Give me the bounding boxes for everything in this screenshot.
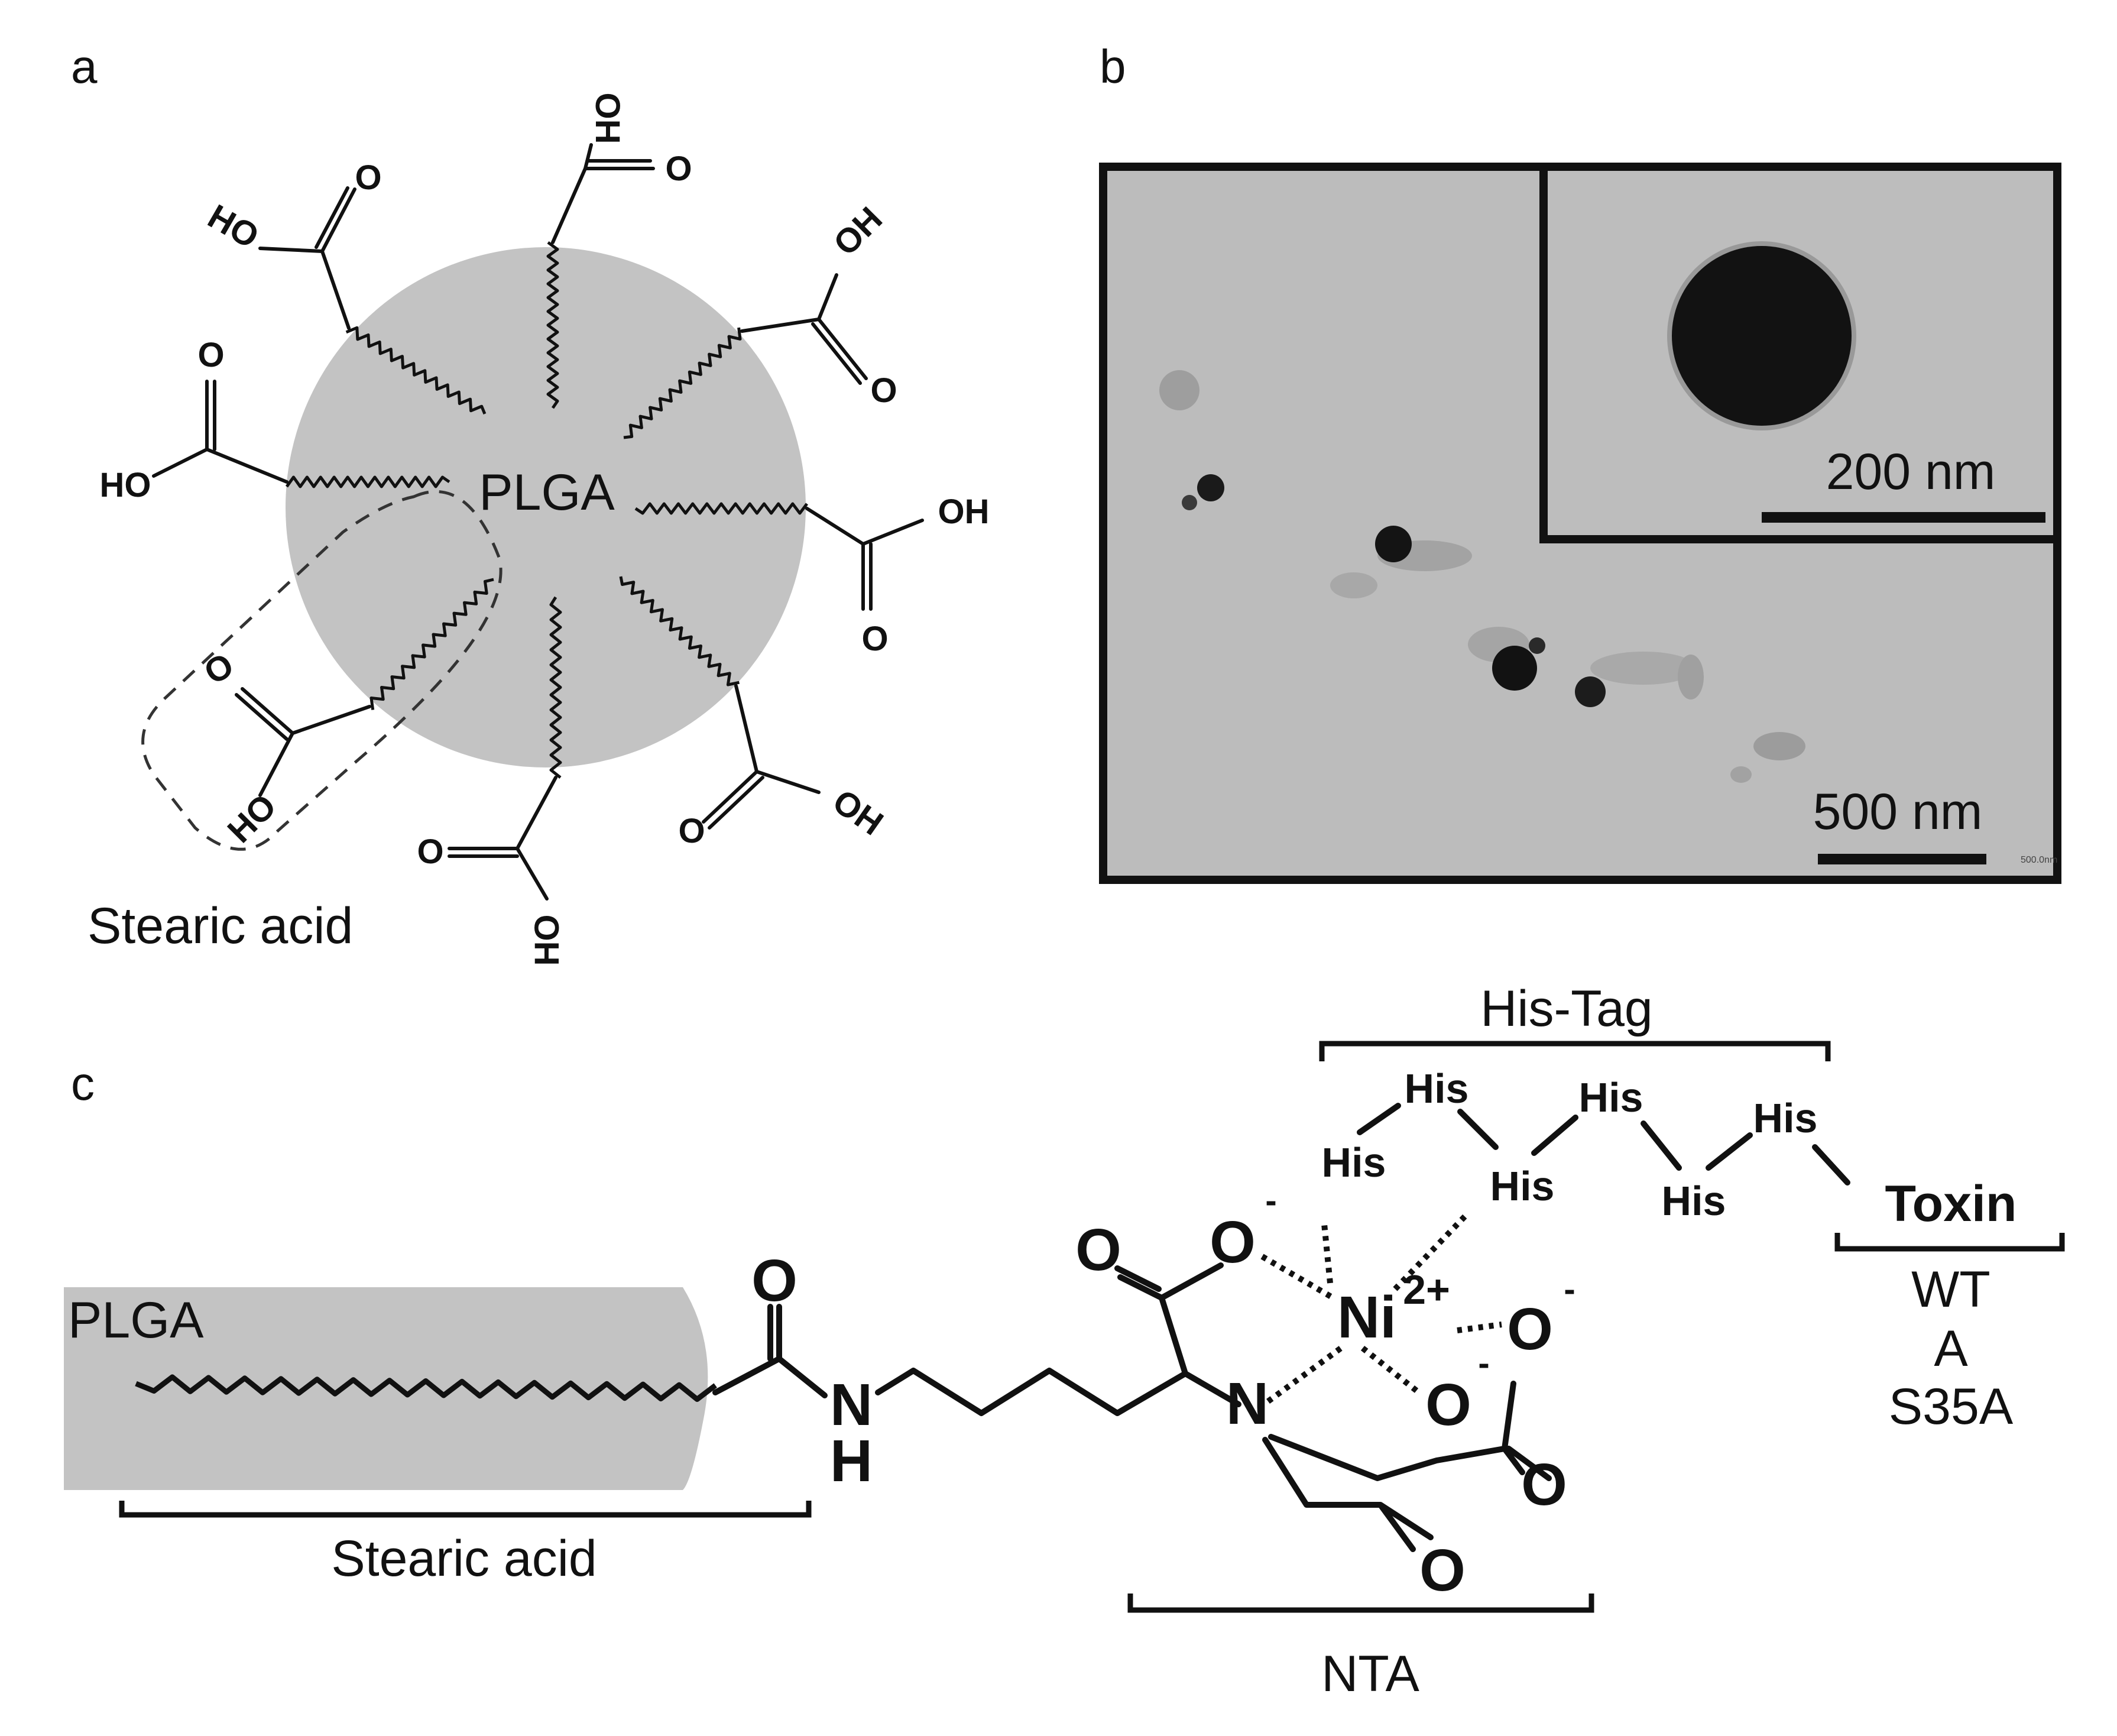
stearic-acid-bracket [119,1501,812,1518]
his-residue: His [1753,1095,1818,1141]
nta-o-label: O [1419,1537,1466,1604]
his-residue: His [1579,1074,1643,1120]
stearic-acid-chains [285,241,808,779]
carboxylate-o-label: O [1210,1209,1256,1275]
micrograph-watermark: 500.0nm [2021,855,2057,865]
panel-label-c: c [71,1057,95,1110]
his-residue: His [1490,1163,1555,1209]
nickel-ion: Ni [1337,1284,1396,1350]
stearic-acid-chain [546,241,559,409]
ho-label: HO [100,466,151,504]
his-residue: His [1662,1178,1726,1224]
stearic-acid-chain [634,502,808,515]
inset-nanoparticle [1672,246,1852,426]
o-label: O [861,620,888,658]
his-tag-bracket [1319,1041,1831,1061]
ho-label: HO [528,915,566,966]
ho-label: HO [220,786,283,850]
stearic-acid-chain [623,327,742,439]
nta-bracket [1127,1594,1594,1613]
nta-o-label: O [1425,1372,1471,1438]
amide-h-label: H [830,1428,873,1494]
plga-core-label: PLGA [479,464,615,521]
scale-bar-label-inset: 200 nm [1826,443,1996,500]
his-tag-label: His-Tag [1480,980,1653,1037]
carboxyl-bonds [152,143,924,901]
nta-arms [1262,1381,1552,1552]
scale-bar-inset [1762,512,2045,523]
ho-label: HO [202,197,265,256]
plga-block [64,1287,708,1490]
panel-a: a OH O HO O OH [71,40,990,966]
toxin-variant: A [1934,1320,1968,1377]
o-label: O [197,646,240,692]
minus-sign: - [1478,1344,1489,1382]
toxin-variant: WT [1911,1261,1990,1318]
carbonyl-o-label: O [1075,1217,1121,1283]
oh-label: OH [938,493,990,531]
panel-label-b: b [1100,40,1126,93]
o-label: O [870,371,897,410]
nta-caption: NTA [1321,1646,1419,1702]
scale-bar-label-main: 500 nm [1813,783,1983,840]
o-label: O [665,150,692,188]
o-label: O [678,812,705,850]
minus-sign: - [1265,1181,1276,1220]
stearic-chain [135,1374,717,1402]
amide-n-label: N [830,1372,873,1438]
his-residue: His [1405,1065,1469,1112]
his-residue: His [1322,1139,1386,1186]
stearic-acid-chain [619,576,740,686]
plga-core-circle [286,247,806,767]
toxin-variant: S35A [1889,1378,2014,1435]
o-label: O [417,833,443,871]
toxin-bracket [1834,1233,2065,1252]
lysine-linker [875,1368,1241,1416]
stearic-acid-label: Stearic acid [87,898,353,954]
coordination-bonds [1260,1213,1502,1404]
nta-n-label: N [1226,1371,1269,1437]
oh-label: OH [588,93,627,144]
stearic-acid-chain [135,1374,717,1402]
stearic-acid-chain [549,596,562,779]
amide-backbone [712,1304,828,1398]
carboxyl-labels: OH O HO O OH O O HO OH O OH O O HO O HO [100,93,990,966]
oh-label: OH [826,782,890,843]
panel-c: c PLGA O N H O O - N O O O - O - Ni 2+ [64,980,2065,1702]
nanoparticles [1159,370,1805,783]
stearic-acid-chain [345,326,487,414]
panel-label-a: a [71,40,98,93]
panel-b: b 500 nm 500.0nm 20 [1099,40,2061,884]
oh-label: OH [826,199,889,263]
nta-o-label: O [1507,1296,1553,1362]
nta-o-label: O [1521,1452,1567,1518]
his-chain-links [1357,1103,1850,1186]
stearic-acid-highlight [141,490,502,851]
plga-block-label: PLGA [68,1292,204,1349]
scale-bar-main [1818,854,1986,864]
toxin-label: Toxin [1885,1175,2017,1232]
stearic-acid-chain [285,475,450,488]
o-label: O [197,336,224,374]
carboxylate-bonds [1114,1262,1224,1377]
stearic-acid-caption: Stearic acid [331,1530,596,1587]
amide-o-label: O [751,1248,797,1314]
o-label: O [355,158,381,197]
minus-sign: - [1564,1270,1575,1309]
stearic-acid-chain [369,578,494,710]
